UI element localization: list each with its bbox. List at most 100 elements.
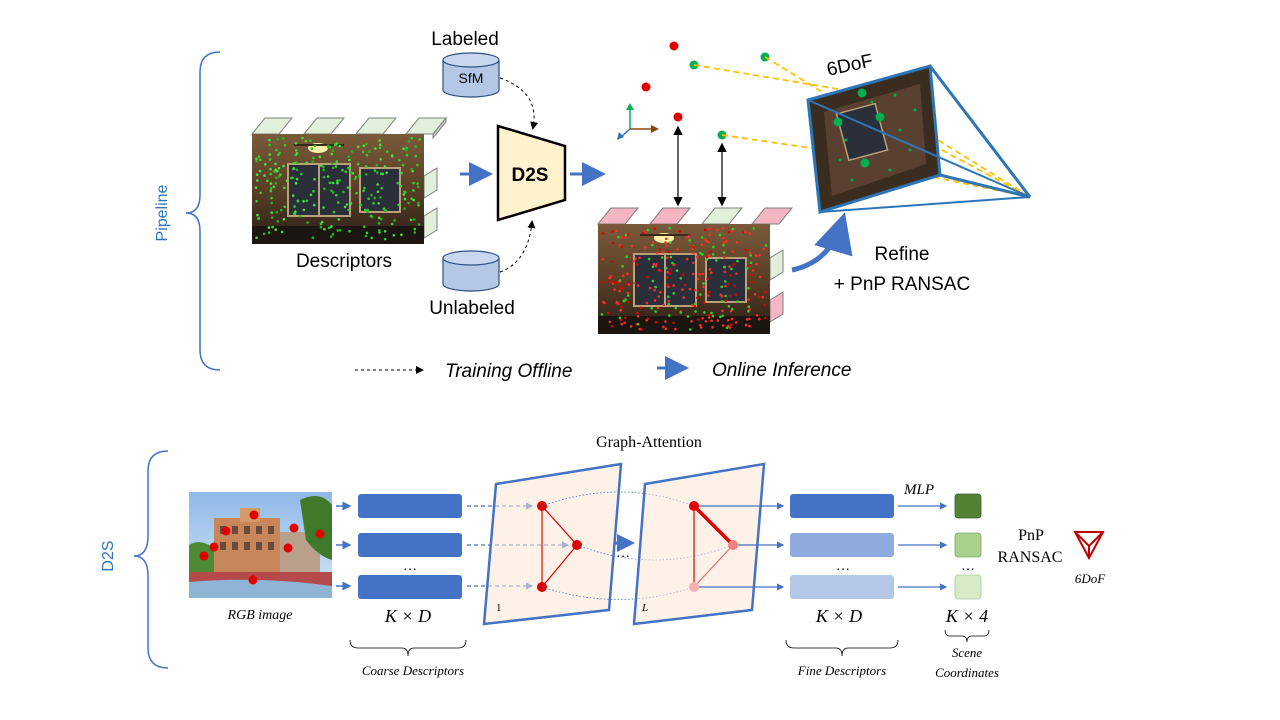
keypoint-dot <box>416 182 419 185</box>
keypoint-dot <box>711 253 715 256</box>
keypoint-dot <box>621 265 624 268</box>
keypoint-dot <box>338 178 341 182</box>
keypoint-dot <box>666 283 670 287</box>
keypoint-dot <box>383 165 387 168</box>
arrows-graph-to-fine <box>699 502 785 591</box>
keypoint-dot <box>362 189 365 193</box>
keypoint-dot <box>669 241 672 244</box>
keypoint-dot <box>755 314 759 317</box>
keypoint-dot <box>651 279 655 283</box>
keypoint-dot <box>699 326 703 329</box>
keypoint-dot <box>718 233 722 237</box>
output-descriptor-blocks <box>596 207 794 323</box>
keypoint-dot <box>627 283 631 286</box>
keypoint-dot <box>609 275 613 278</box>
keypoint-dot <box>665 244 668 248</box>
graph-layer-1: 1 <box>482 462 623 626</box>
keypoint-dot <box>413 227 417 231</box>
keypoint-dot <box>610 260 614 264</box>
keypoint-dot <box>748 308 751 311</box>
keypoint-dot <box>295 177 299 181</box>
output-keypoints <box>600 226 768 331</box>
kxd-left-label: K × D <box>384 606 431 626</box>
keypoint-dot <box>723 280 727 283</box>
keypoint-dot <box>418 138 422 141</box>
keypoint-dot <box>638 256 641 260</box>
keypoint-dot <box>667 299 671 303</box>
keypoint-dot <box>721 309 724 313</box>
keypoint-dot <box>346 186 350 189</box>
keypoint-dot <box>282 217 286 221</box>
scene-brace <box>944 629 990 643</box>
keypoint-dot <box>312 156 315 160</box>
keypoint-dot <box>653 227 657 230</box>
keypoint-dot <box>662 325 665 329</box>
keypoint-dot <box>618 243 622 247</box>
keypoint-dot <box>647 257 651 261</box>
keypoint-dot <box>654 285 657 289</box>
keypoint-dot <box>365 142 368 146</box>
keypoint-dot <box>707 294 710 298</box>
keypoint-dot <box>723 255 726 259</box>
keypoint-dot <box>412 198 416 202</box>
keypoint-dot <box>679 277 683 280</box>
keypoint-dot <box>626 233 630 236</box>
keypoint-dot <box>285 179 289 183</box>
keypoint-dot <box>344 170 348 173</box>
keypoint-dot <box>263 174 266 177</box>
keypoint-dot <box>373 169 377 172</box>
keypoint-dot <box>390 222 394 226</box>
keypoint-dot <box>730 308 734 311</box>
keypoint-dot <box>688 287 692 291</box>
keypoint-dot <box>328 181 332 185</box>
keypoint-dot <box>620 245 624 249</box>
keypoint-dot <box>696 277 700 281</box>
keypoint-dot <box>279 173 282 176</box>
keypoint-dot <box>313 177 316 181</box>
keypoint-dot <box>699 293 702 296</box>
keypoint-dot <box>696 296 699 300</box>
keypoint-dot <box>270 201 274 205</box>
keypoint-dot <box>342 190 345 194</box>
keypoint-dot <box>613 280 616 284</box>
keypoint-dot <box>708 268 712 271</box>
keypoint-dot <box>664 320 667 323</box>
keypoint-dot <box>669 268 673 271</box>
keypoint-dot <box>705 255 709 259</box>
keypoint-dot <box>295 151 299 155</box>
keypoint-dot <box>255 157 258 161</box>
keypoint-dot <box>722 227 725 230</box>
keypoint-dot <box>685 236 688 239</box>
keypoint-dot <box>645 301 649 305</box>
keypoint-dot <box>625 283 628 287</box>
keypoint-dot <box>708 227 711 231</box>
keypoint-dot <box>764 290 767 294</box>
keypoint-dot <box>654 320 658 324</box>
keypoint-dot <box>318 155 322 159</box>
keypoint-dot <box>629 325 633 328</box>
keypoint-dot <box>618 279 622 282</box>
keypoint-dot <box>686 315 690 318</box>
keypoint-dot <box>277 167 281 170</box>
fine-descriptor-bars <box>790 494 894 599</box>
keypoint-dot <box>730 323 733 326</box>
keypoint-dot <box>698 251 702 255</box>
keypoint-dot <box>690 303 694 307</box>
keypoint-dot <box>311 236 315 239</box>
keypoint-dot <box>336 229 340 232</box>
keypoint-dot <box>700 243 704 247</box>
keypoint-dot <box>337 218 341 221</box>
keypoint-dot <box>685 257 689 261</box>
keypoint-dot <box>322 168 326 172</box>
keypoint-dot <box>379 217 383 221</box>
keypoint-dot <box>349 202 353 205</box>
keypoint-dot <box>721 324 725 327</box>
keypoint-dot <box>269 189 273 193</box>
keypoint-dot <box>694 310 697 313</box>
keypoint-dot <box>753 293 757 296</box>
coarse-descriptor-bar <box>358 533 462 557</box>
keypoint-dot <box>322 175 326 179</box>
keypoint-dot <box>349 171 353 174</box>
keypoint-dot <box>257 217 260 220</box>
scene-coordinate-box <box>954 574 982 600</box>
